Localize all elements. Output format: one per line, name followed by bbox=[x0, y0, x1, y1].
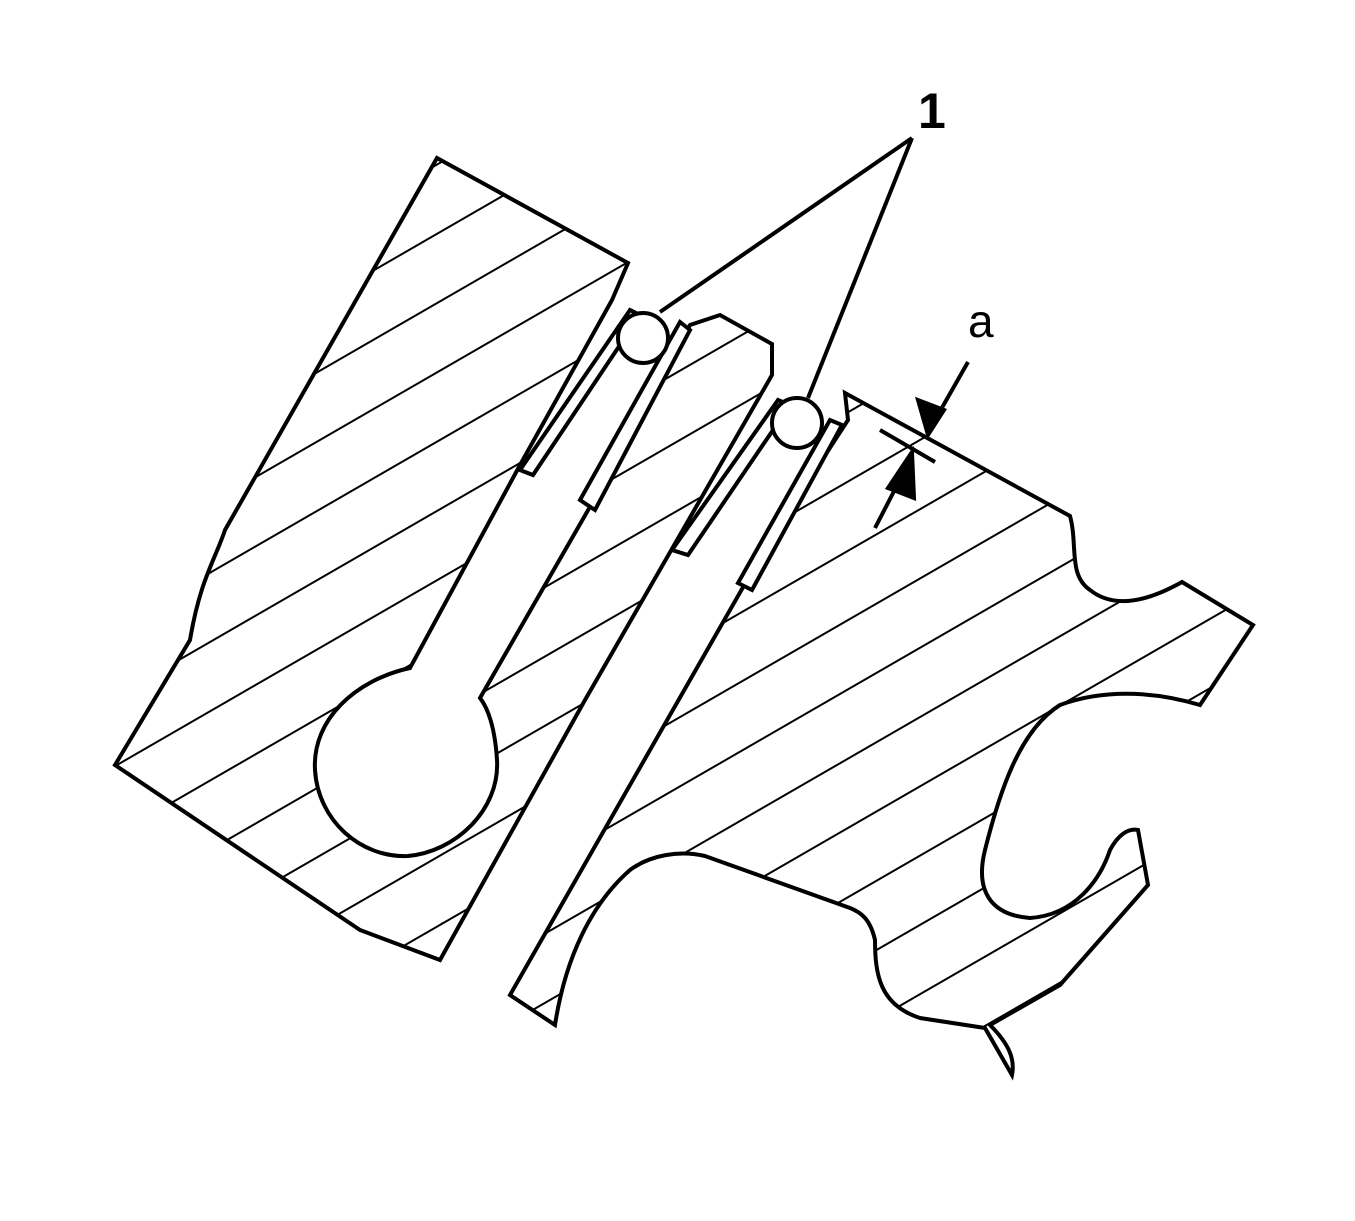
left-valve-stem bbox=[516, 307, 693, 513]
right-valve-stem bbox=[668, 396, 845, 593]
callout-label-a: a bbox=[968, 295, 994, 347]
right-hatched-block bbox=[507, 389, 1256, 1081]
right-retainer-ball bbox=[770, 396, 824, 450]
callout-label-1: 1 bbox=[918, 83, 946, 139]
leader-lines bbox=[658, 136, 914, 399]
left-hatched-block bbox=[112, 155, 774, 963]
dimension-a bbox=[873, 361, 970, 529]
left-retainer-ball bbox=[616, 311, 670, 365]
